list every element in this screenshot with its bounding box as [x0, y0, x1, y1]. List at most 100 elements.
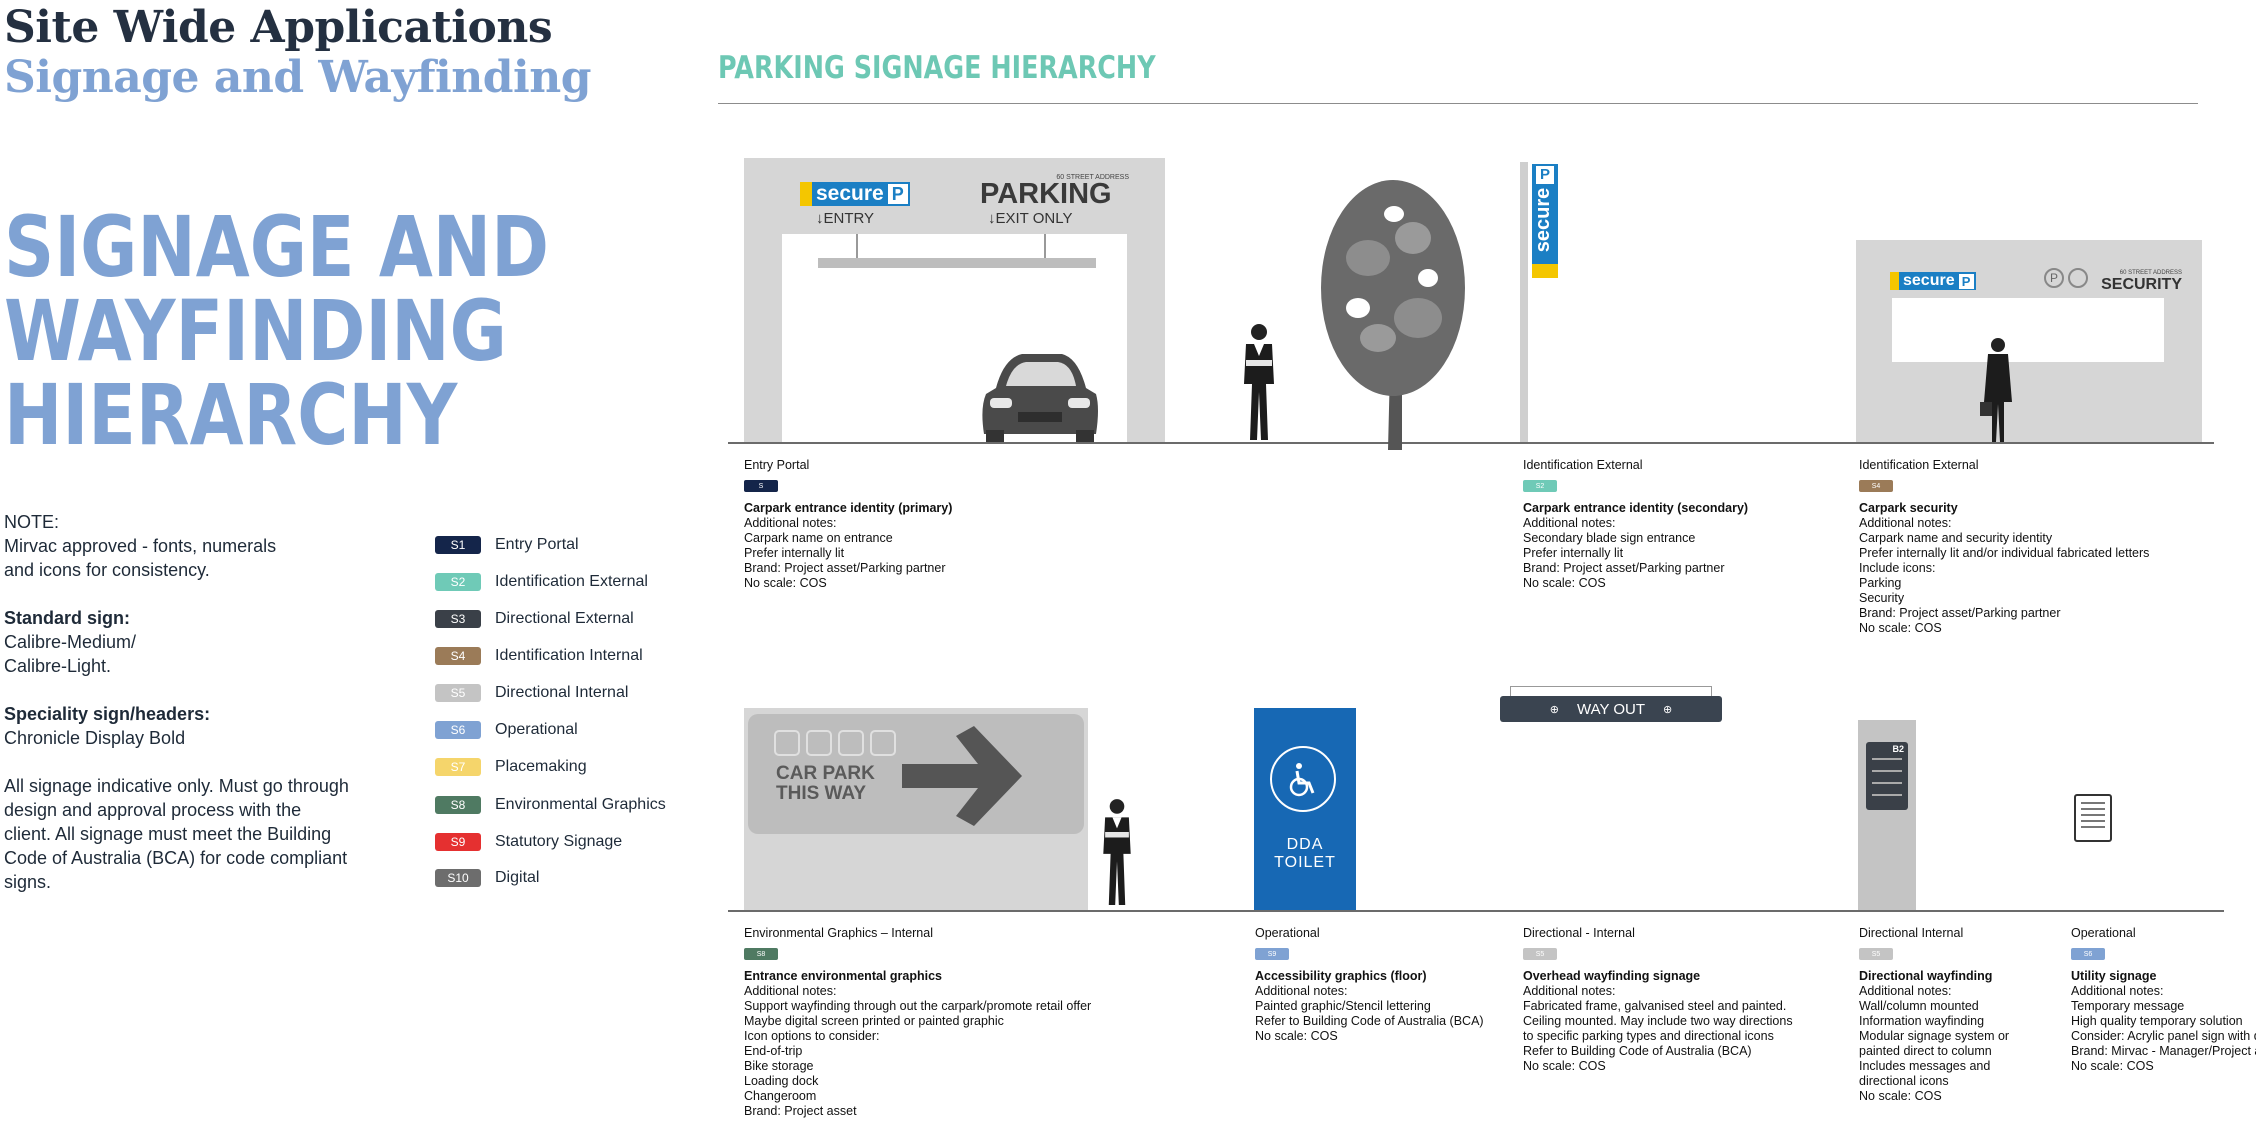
caption-note-line: No scale: COS: [1255, 1029, 1338, 1043]
caption-title: Carpark entrance identity (primary): [744, 501, 953, 515]
overhead-hanger-right: [1711, 686, 1712, 698]
caption-note-line: Prefer internally lit: [1523, 546, 1624, 560]
caption-note-line: Carpark name and security identity: [1859, 531, 2053, 545]
page-heading-line-3: HIERARCHY: [4, 366, 458, 464]
way-out-text: WAY OUT: [1576, 700, 1646, 718]
legend-code-badge: S9: [435, 833, 481, 851]
caption-note-line: High quality temporary solution: [2071, 1014, 2243, 1028]
blade-sign: secure P: [1532, 164, 1558, 278]
document-subtitle: Signage and Wayfinding: [4, 52, 591, 103]
legend-code-badge: S5: [435, 684, 481, 702]
caption-note-line: Additional notes:: [1859, 516, 1952, 530]
caption-note-line: No scale: COS: [744, 576, 827, 590]
bar-hanger-left: [856, 234, 858, 258]
page-heading-line-2: WAYFINDING: [4, 282, 507, 380]
caption-title: Carpark security: [1859, 501, 1958, 515]
caption-note-line: Security: [1859, 591, 1905, 605]
standard-font-1: Calibre-Medium/: [4, 632, 137, 652]
note-label: NOTE:: [4, 512, 60, 532]
caption-note-line: Maybe digital screen printed or painted …: [744, 1014, 1004, 1028]
caption-category: Operational: [2071, 926, 2136, 940]
car-icon: [982, 354, 1098, 442]
caption-note-line: Secondary blade sign entrance: [1523, 531, 1696, 545]
caption-note-line: No scale: COS: [1523, 576, 1606, 590]
utility-line-4: [2081, 820, 2105, 822]
overhead-frame-top: [1510, 686, 1712, 687]
caption-code-badge: S8: [744, 948, 778, 960]
bar-hanger-right: [1044, 234, 1046, 258]
caption-note-line: Fabricated frame, galvanised steel and p…: [1523, 999, 1787, 1013]
facility-icons-row: [774, 730, 906, 758]
portal-entry-label: ↓ENTRY: [816, 210, 875, 227]
dda-line-2: TOILET: [1274, 854, 1336, 871]
overhead-hanger-left: [1510, 686, 1511, 698]
caption-code-badge: S9: [1255, 948, 1289, 960]
column-directory-sign: B2: [1866, 742, 1908, 810]
legend-label: Environmental Graphics: [495, 796, 666, 813]
caption-note-line: Temporary message: [2071, 999, 2185, 1013]
caption-note-line: Include icons:: [1859, 561, 1936, 575]
tree-icon: [1321, 180, 1465, 450]
utility-line-5: [2081, 826, 2105, 828]
utility-sign: [2074, 794, 2112, 842]
caption-note-line: Brand: Mirvac - Manager/Project as: [2071, 1044, 2256, 1058]
caption-note-line: Brand: Project asset/Parking partner: [744, 561, 946, 575]
caption-note-line: No scale: COS: [1859, 1089, 1942, 1103]
car-park-sign-text: CAR PARK THIS WAY: [776, 764, 875, 804]
caption-note-line: Parking: [1859, 576, 1902, 590]
caption-note-line: Support wayfinding through out the carpa…: [744, 999, 1092, 1013]
blade-sign-accent: [1532, 264, 1558, 278]
directory-line-1: [1872, 758, 1902, 760]
car-park-line-1: CAR PARK: [776, 763, 875, 784]
caption-note-line: Includes messages and: [1859, 1059, 1991, 1073]
document-title: Site Wide Applications: [4, 2, 553, 53]
directory-line-3: [1872, 782, 1902, 784]
section-divider: [718, 103, 2198, 104]
wheelchair-icon: [1270, 746, 1336, 812]
speciality-font: Chronicle Display Bold: [4, 728, 186, 748]
portal-exit-label: ↓EXIT ONLY: [988, 210, 1073, 227]
caption-note-line: Refer to Building Code of Australia (BCA…: [1523, 1044, 1752, 1058]
blade-sign-brand: secure: [1532, 187, 1554, 253]
caption-note-line: Bike storage: [744, 1059, 814, 1073]
caption-title: Utility signage: [2071, 969, 2157, 983]
section-title: PARKING SIGNAGE HIERARCHY: [718, 50, 1156, 86]
caption-note-line: to specific parking types and directiona…: [1523, 1029, 1774, 1043]
caption-category: Environmental Graphics – Internal: [744, 926, 933, 940]
bike-storage-icon: [806, 730, 832, 756]
standard-sign-label: Standard sign:: [4, 608, 131, 628]
utility-line-3: [2081, 814, 2105, 816]
directory-line-2: [1872, 770, 1902, 772]
way-out-sign: ⊕ WAY OUT ⊕: [1500, 696, 1722, 722]
caption-category: Entry Portal: [744, 458, 810, 472]
caption-note-line: Loading dock: [744, 1074, 819, 1088]
caption-title: Directional wayfinding: [1859, 969, 1993, 983]
security-circle-icon: [2068, 268, 2088, 288]
caption-note-line: Additional notes:: [744, 984, 837, 998]
speciality-sign-label: Speciality sign/headers:: [4, 704, 211, 724]
caption-note-line: No scale: COS: [2071, 1059, 2154, 1073]
caption-category: Identification External: [1859, 458, 1979, 472]
caption-title: Entrance environmental graphics: [744, 969, 942, 983]
ground-line-bottom: [728, 910, 2224, 912]
caption-category: Directional - Internal: [1523, 926, 1635, 940]
ground-line-top: [728, 442, 2214, 444]
caption-note-line: painted direct to column: [1859, 1044, 1992, 1058]
blade-parking-p-icon: P: [1536, 166, 1554, 184]
car-park-line-2: THIS WAY: [776, 783, 867, 804]
height-bar: [818, 258, 1096, 268]
portal-parking-word: PARKING: [980, 178, 1112, 210]
caption-code-badge: S5: [1859, 948, 1893, 960]
